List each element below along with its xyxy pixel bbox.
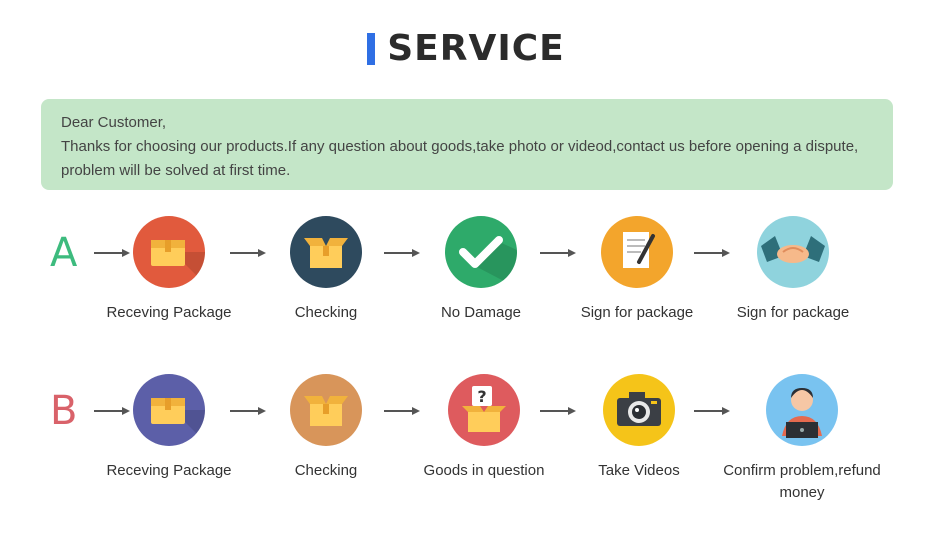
step-b5: Confirm problem,refund money xyxy=(714,374,890,504)
process-row-a: A Receving Package Checking No Damage Si… xyxy=(0,210,932,340)
arrow-icon xyxy=(384,406,420,416)
arrow-icon xyxy=(230,406,266,416)
step-label: Receving Package xyxy=(106,462,232,479)
page-title: SERVICE xyxy=(387,28,565,69)
step-a5: Sign for package xyxy=(713,216,873,324)
row-letter-a: A xyxy=(50,230,78,276)
step-b2: Checking xyxy=(246,374,406,482)
question-box-icon: ? xyxy=(448,374,520,446)
step-label: Goods in question xyxy=(423,462,545,479)
step-a4: Sign for package xyxy=(557,216,717,324)
arrow-icon xyxy=(694,248,730,258)
notice-greeting: Dear Customer, xyxy=(61,114,167,131)
step-label: Take Videos xyxy=(598,462,680,479)
step-b1: Receving Package xyxy=(89,374,249,482)
customer-notice: Dear Customer, Thanks for choosing our p… xyxy=(41,99,893,190)
document-pen-icon xyxy=(601,216,673,288)
step-a1: Receving Package xyxy=(89,216,249,324)
row-letter-b: B xyxy=(50,388,78,434)
package-icon xyxy=(133,216,205,288)
step-a2: Checking xyxy=(246,216,406,324)
arrow-icon xyxy=(384,248,420,258)
open-box-icon xyxy=(290,216,362,288)
arrow-icon xyxy=(694,406,730,416)
handshake-icon xyxy=(757,216,829,288)
step-label: Sign for package xyxy=(736,304,850,321)
arrow-icon xyxy=(94,248,130,258)
step-label: Checking xyxy=(294,304,358,321)
title-accent-bar xyxy=(367,32,376,65)
arrow-icon xyxy=(230,248,266,258)
step-a3: No Damage xyxy=(401,216,561,324)
package-icon xyxy=(133,374,205,446)
step-label: Sign for package xyxy=(580,304,694,321)
page-header: SERVICE xyxy=(0,28,932,70)
notice-line-2: problem will be solved at first time. xyxy=(61,162,291,179)
checkmark-icon xyxy=(445,216,517,288)
notice-line-1: Thanks for choosing our products.If any … xyxy=(61,138,859,155)
step-label: Receving Package xyxy=(106,304,232,321)
open-box-icon xyxy=(290,374,362,446)
camera-icon xyxy=(603,374,675,446)
svg-text:?: ? xyxy=(477,387,486,406)
arrow-icon xyxy=(540,248,576,258)
step-b3: ? Goods in question xyxy=(404,374,564,482)
process-row-b: B Receving Package Checking ? Goods in q… xyxy=(0,368,932,501)
support-agent-icon xyxy=(766,374,838,446)
step-label: No Damage xyxy=(440,304,522,321)
step-label: Confirm problem,refund money xyxy=(723,462,881,501)
arrow-icon xyxy=(94,406,130,416)
step-b4: Take Videos xyxy=(559,374,719,482)
step-label: Checking xyxy=(294,462,358,479)
arrow-icon xyxy=(540,406,576,416)
